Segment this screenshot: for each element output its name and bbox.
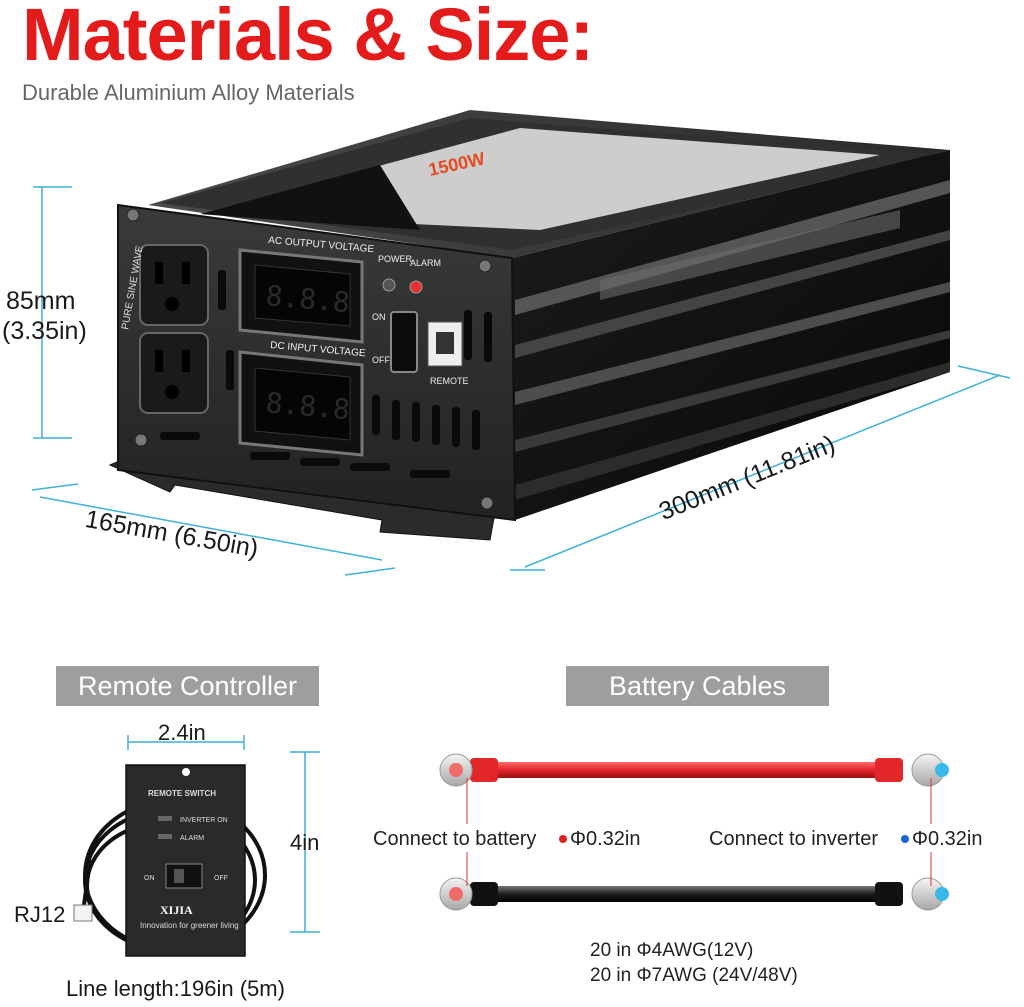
remote-height-label: 4in <box>290 830 320 855</box>
ac-outlets <box>139 244 209 414</box>
svg-text:8.8.8: 8.8.8 <box>264 386 351 426</box>
inverter-top <box>148 110 950 258</box>
remote-controller-illustration: REMOTE SWITCH INVERTER ON ALARM ON OFF X… <box>73 735 320 957</box>
svg-text:ON: ON <box>144 875 155 882</box>
dimension-lines <box>31 186 1011 576</box>
rj12-label: RJ12 <box>14 902 66 927</box>
remote-device <box>125 764 246 957</box>
svg-text:XIJIA: XIJIA <box>160 903 193 917</box>
remote-port-label: REMOTE <box>430 376 469 386</box>
page-title: Materials & Size: <box>22 0 594 76</box>
cable-spec-24v-48v: 20 in Φ7AWG (24V/48V) <box>590 965 798 986</box>
power-label: POWER <box>378 254 413 264</box>
inverter-side-fins <box>512 150 950 520</box>
connect-battery-label: Connect to battery <box>373 828 537 850</box>
svg-text:OFF: OFF <box>372 355 390 365</box>
cable-spec-12v: 20 in Φ4AWG(12V) <box>590 940 754 961</box>
line-length-label: Line length:196in (5m) <box>66 976 285 1001</box>
alarm-led <box>409 280 423 294</box>
rj12-plug <box>73 904 93 922</box>
remote-controller-heading: Remote Controller <box>56 666 319 706</box>
svg-text:ALARM: ALARM <box>180 835 204 842</box>
height-mm-label: 85mm <box>6 287 76 315</box>
alarm-label: ALARM <box>410 258 441 268</box>
connect-inverter-label: Connect to inverter <box>709 828 878 850</box>
red-dot <box>559 835 567 843</box>
svg-text:Innovation for greener living: Innovation for greener living <box>140 921 239 930</box>
height-in-label: (3.35in) <box>2 317 87 345</box>
battery-cables-illustration <box>439 753 949 911</box>
svg-text:8.8.8: 8.8.8 <box>264 279 351 319</box>
svg-text:INVERTER ON: INVERTER ON <box>180 817 228 824</box>
svg-text:OFF: OFF <box>214 875 228 882</box>
power-led <box>382 278 396 292</box>
power-switch <box>390 311 418 373</box>
svg-text:ON: ON <box>372 312 386 322</box>
inverter-front-panel: PURE SINE WAVE AC OUTPUT VOLTAGE 8.8.8 D… <box>117 148 517 522</box>
dc-input-display: DC INPUT VOLTAGE 8.8.8 <box>238 340 366 457</box>
battery-cables-heading: Battery Cables <box>566 666 829 706</box>
blue-dot <box>901 835 909 843</box>
battery-lug-size: Φ0.32in <box>570 828 641 850</box>
front-vents <box>160 270 492 478</box>
page-subtitle: Durable Aluminium Alloy Materials <box>22 80 355 105</box>
svg-text:REMOTE SWITCH: REMOTE SWITCH <box>148 789 216 798</box>
remote-width-label: 2.4in <box>158 720 206 745</box>
inverter-lug-size: Φ0.32in <box>912 828 983 850</box>
